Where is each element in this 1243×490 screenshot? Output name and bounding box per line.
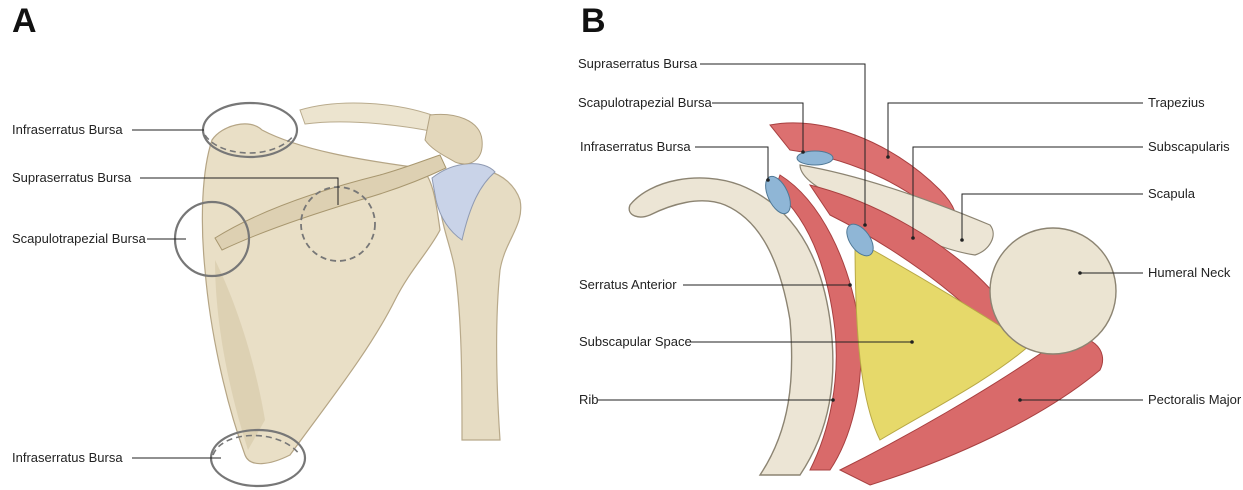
label-b-subscapular-space: Subscapular Space (579, 334, 692, 349)
label-b-trapezius: Trapezius (1148, 95, 1205, 110)
label-b-serratus-anterior: Serratus Anterior (579, 277, 677, 292)
label-a-infraserratus-top: Infraserratus Bursa (12, 122, 123, 137)
acromion (425, 114, 482, 164)
panel-a-illustration (132, 103, 521, 486)
label-b-humeral-neck: Humeral Neck (1148, 265, 1230, 280)
label-b-subscapularis: Subscapularis (1148, 139, 1230, 154)
label-b-supraserratus: Supraserratus Bursa (578, 56, 697, 71)
humeral-neck (990, 228, 1116, 354)
label-b-pectoralis-major: Pectoralis Major (1148, 392, 1241, 407)
label-a-scapulotrapezial: Scapulotrapezial Bursa (12, 231, 146, 246)
label-b-scapula: Scapula (1148, 186, 1195, 201)
leader-b-trapezius (888, 103, 1143, 157)
leader-b-infraserratus (695, 147, 768, 180)
panel-b-illustration (598, 64, 1143, 485)
label-a-infraserratus-bottom: Infraserratus Bursa (12, 450, 123, 465)
label-a-supraserratus: Supraserratus Bursa (12, 170, 131, 185)
clavicle (300, 103, 448, 134)
label-b-rib: Rib (579, 392, 599, 407)
label-b-infraserratus: Infraserratus Bursa (580, 139, 691, 154)
label-b-scapulotrapezial: Scapulotrapezial Bursa (578, 95, 712, 110)
